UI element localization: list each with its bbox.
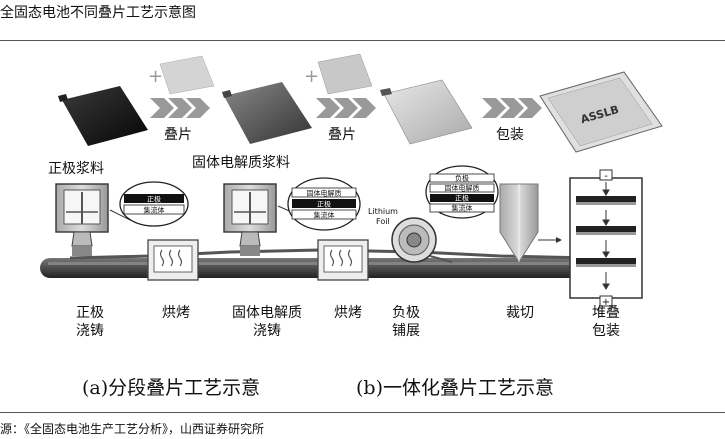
- terminal-positive: +: [602, 297, 610, 308]
- chevron-arrows-2: [316, 98, 376, 118]
- bubble3-layer-2: 正极: [455, 194, 469, 203]
- process-diagram: + + ASSLB: [40, 53, 663, 308]
- lithium-foil-label-2: Foil: [376, 217, 390, 226]
- terminal-negative: -: [604, 171, 608, 182]
- bubble1-layer-1: 集流体: [144, 206, 165, 215]
- step-bake-2: 烘烤: [334, 305, 362, 321]
- source-note: 源：《全固态电池生产工艺分析》，山西证券研究所: [0, 422, 265, 436]
- cathode-slurry-label: 正极浆料: [48, 161, 104, 177]
- step-label-stack-2: 叠片: [328, 127, 356, 143]
- electrolyte-slurry-label: 固体电解质浆料: [192, 155, 290, 171]
- bubble3-layer-1: 固体电解质: [445, 184, 480, 193]
- chevron-arrows-1: [150, 98, 210, 118]
- step-cutting: 裁切: [506, 305, 534, 321]
- chevron-arrows-3: [482, 98, 542, 118]
- cathode-caster-machine: [55, 183, 109, 256]
- oven-2: [317, 239, 369, 281]
- lithium-foil-roll: Lithium Foil: [368, 207, 453, 263]
- caption-a: (a)分段叠片工艺示意: [82, 377, 261, 399]
- bubble2-layer-0: 固体电解质: [307, 189, 342, 198]
- bubble-cathode: 正极 集流体: [109, 181, 189, 227]
- step-anode-spreading: 负极铺展: [392, 305, 420, 339]
- plus-icon-2: +: [304, 66, 319, 87]
- step-label-package: 包装: [496, 127, 524, 143]
- bubble-electrolyte: 固体电解质 正极 集流体: [277, 177, 361, 231]
- electrolyte-caster-machine: [223, 183, 277, 256]
- electrolyte-sheet-2: [317, 53, 373, 95]
- electrolyte-sheet-1: [159, 55, 215, 95]
- step-electrolyte-casting: 固体电解质浇铸: [232, 305, 302, 339]
- step-cathode-casting: 正极浇铸: [76, 305, 104, 339]
- bubble3-layer-0: 负极: [455, 174, 469, 183]
- lithium-foil-label-1: Lithium: [368, 207, 398, 216]
- title-divider: [0, 40, 725, 41]
- bubble-anode: 负极 固体电解质 正极 集流体: [425, 165, 499, 219]
- svg-text:+: +: [304, 66, 319, 87]
- step-stack-package: 堆叠包装: [592, 305, 620, 339]
- cathode-sheet-dark: [58, 86, 148, 146]
- stack-package-box: - +: [569, 169, 643, 308]
- step-bake-1: 烘烤: [162, 305, 190, 321]
- plus-icon-1: +: [148, 66, 163, 87]
- figure-title: 全固态电池不同叠片工艺示意图: [0, 5, 196, 21]
- bubble2-layer-2: 集流体: [314, 211, 335, 220]
- bubble1-layer-0: 正极: [147, 195, 161, 204]
- source-divider: [0, 412, 725, 413]
- packaged-cell: ASSLB: [539, 71, 663, 153]
- stacked-sheet-light: [380, 79, 473, 145]
- cutter-machine: [499, 183, 539, 263]
- bubble3-layer-3: 集流体: [452, 204, 473, 213]
- stacked-sheet-mid: [222, 82, 312, 144]
- arrow-to-stack: [538, 237, 562, 243]
- step-label-stack-1: 叠片: [164, 127, 192, 143]
- oven-1: [147, 239, 199, 281]
- bubble2-layer-1: 正极: [317, 200, 331, 209]
- caption-b: (b)一体化叠片工艺示意: [356, 377, 554, 399]
- svg-text:+: +: [148, 66, 163, 87]
